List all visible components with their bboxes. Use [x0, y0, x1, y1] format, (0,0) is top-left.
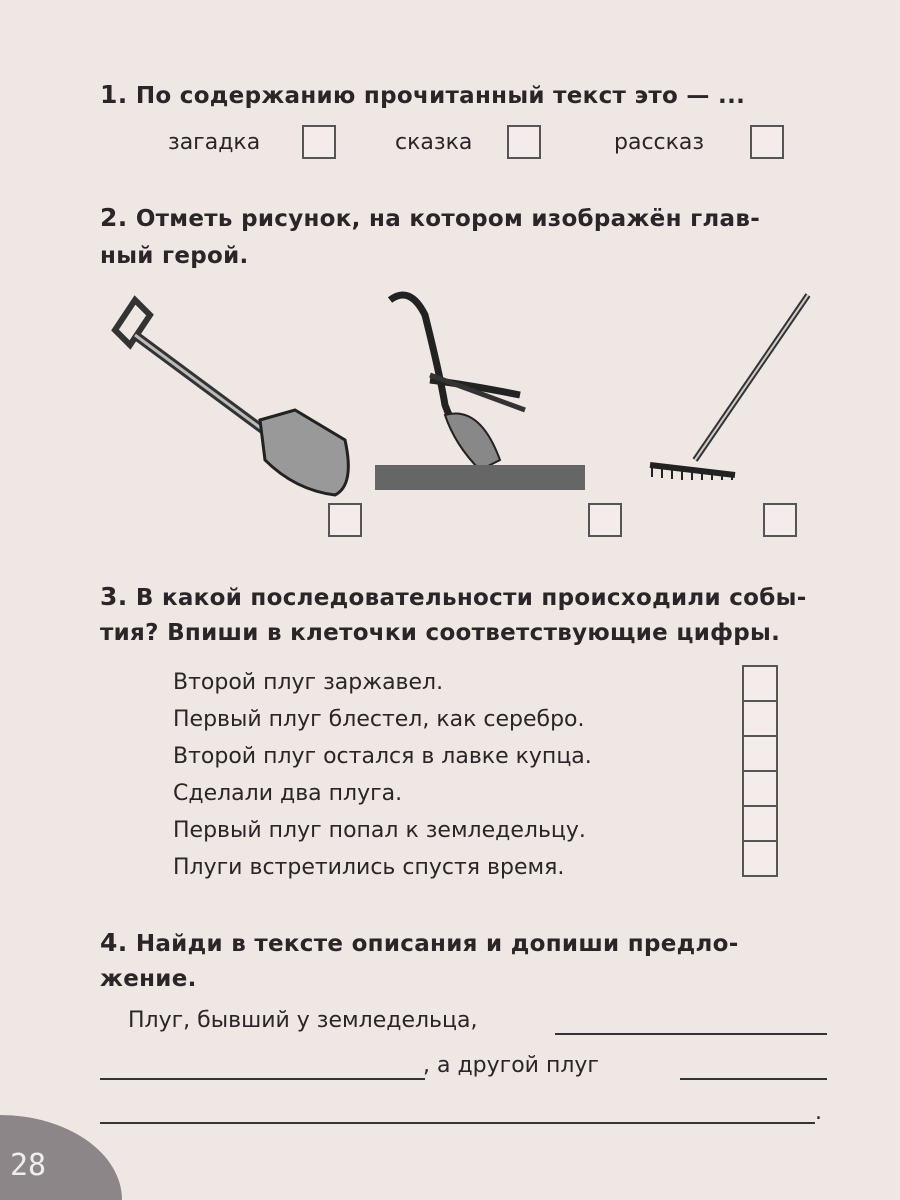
rake-checkbox[interactable]	[763, 503, 797, 537]
plough-checkbox[interactable]	[588, 503, 622, 537]
event-item: Плуги встретились спустя время.	[173, 855, 565, 880]
question-number: 2.	[100, 203, 128, 232]
order-cell-3[interactable]	[742, 735, 778, 772]
answer-line-4[interactable]	[100, 1122, 815, 1124]
rake-picture	[649, 293, 811, 480]
order-cell-4[interactable]	[742, 770, 778, 807]
answer-line-3[interactable]	[680, 1078, 827, 1080]
question-4-line2: жение.	[100, 966, 197, 992]
question-1: 1. По содержанию прочитанный текст это —…	[100, 80, 745, 109]
option-fairytale-label: сказка	[395, 130, 473, 155]
option-story-label: рассказ	[614, 130, 705, 155]
order-cell-2[interactable]	[742, 700, 778, 737]
question-text: В какой последовательности происходили с…	[135, 585, 807, 611]
option-story-checkbox[interactable]	[750, 125, 784, 159]
sentence-end: .	[815, 1100, 822, 1125]
question-2-line2: ный герой.	[100, 243, 249, 269]
shovel-picture	[111, 295, 350, 497]
shovel-checkbox[interactable]	[328, 503, 362, 537]
event-item: Сделали два плуга.	[173, 781, 403, 806]
question-4-line1: 4. Найди в тексте описания и допиши пред…	[100, 928, 739, 957]
plough-picture	[375, 291, 585, 490]
event-item: Первый плуг блестел, как серебро.	[173, 707, 585, 732]
question-text: Найди в тексте описания и допиши предло-	[135, 931, 739, 957]
option-riddle-checkbox[interactable]	[302, 125, 336, 159]
sentence-start: Плуг, бывший у земледельца,	[128, 1008, 478, 1033]
answer-line-1[interactable]	[555, 1033, 827, 1035]
question-number: 1.	[100, 80, 128, 109]
option-riddle-label: загадка	[168, 130, 261, 155]
question-number: 4.	[100, 928, 128, 957]
option-fairytale-checkbox[interactable]	[507, 125, 541, 159]
question-text: По содержанию прочитанный текст это — ..…	[135, 83, 746, 109]
sentence-middle: , а другой плуг	[423, 1053, 599, 1078]
event-item: Второй плуг остался в лавке купца.	[173, 744, 592, 769]
order-cell-5[interactable]	[742, 805, 778, 842]
question-text: Отметь рисунок, на котором изображён гла…	[135, 206, 761, 232]
question-3-line2: тия? Впиши в клеточки соответствующие ци…	[100, 620, 781, 646]
event-item: Первый плуг попал к земледельцу.	[173, 818, 586, 843]
answer-line-2[interactable]	[100, 1078, 425, 1080]
order-cells	[742, 665, 778, 877]
question-3-line1: 3. В какой последовательности происходил…	[100, 582, 807, 611]
page-number: 28	[10, 1148, 47, 1183]
order-cell-6[interactable]	[742, 840, 778, 877]
question-2-line1: 2. Отметь рисунок, на котором изображён …	[100, 203, 760, 232]
event-item: Второй плуг заржавел.	[173, 670, 444, 695]
question-number: 3.	[100, 582, 128, 611]
order-cell-1[interactable]	[742, 665, 778, 702]
